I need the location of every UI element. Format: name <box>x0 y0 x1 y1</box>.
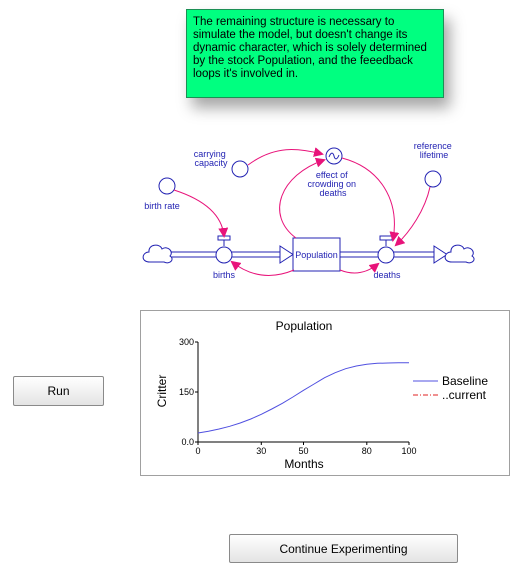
link-birthrate-births <box>173 189 229 238</box>
note-text: The remaining structure is necessary to … <box>193 16 427 80</box>
link-lifetime-deaths <box>394 186 431 247</box>
explanation-note: The remaining structure is necessary to … <box>186 9 444 98</box>
continue-experimenting-button[interactable]: Continue Experimenting <box>229 534 458 563</box>
link-population-effect <box>279 157 326 239</box>
births-valve[interactable] <box>215 235 233 264</box>
deaths-valve[interactable] <box>377 235 395 264</box>
legend-label-1: ..current <box>442 388 487 402</box>
series-line-0 <box>197 362 409 434</box>
stock-flow-diagram: Population carrying capacity birth rate … <box>142 141 475 280</box>
y-tick-label: 0.0 <box>181 437 194 447</box>
graphical-function-icon <box>328 152 340 160</box>
effect-of-crowding-aux[interactable] <box>325 147 343 165</box>
x-tick-label: 100 <box>401 446 416 456</box>
reference-lifetime-label: reference lifetime <box>414 141 455 160</box>
run-button[interactable]: Run <box>13 376 104 406</box>
x-tick-label: 50 <box>298 446 308 456</box>
causal-links <box>173 147 431 276</box>
x-tick-label: 0 <box>195 446 200 456</box>
y-axis-label: Critter <box>155 375 169 408</box>
reference-lifetime-aux[interactable] <box>424 170 442 188</box>
link-population-deaths <box>339 262 380 274</box>
y-tick-label: 150 <box>179 387 194 397</box>
chart-title: Population <box>276 319 333 333</box>
effect-label: effect of crowding on deaths <box>307 170 358 198</box>
deaths-label: deaths <box>373 270 401 280</box>
y-tick-label: 300 <box>179 337 194 347</box>
population-stock[interactable] <box>292 237 341 272</box>
carrying-capacity-aux[interactable] <box>231 160 249 178</box>
link-population-births <box>230 260 295 276</box>
legend-label-0: Baseline <box>442 374 488 388</box>
sink-cloud-icon <box>444 244 475 264</box>
source-cloud-icon <box>142 244 173 264</box>
birth-rate-aux[interactable] <box>158 177 176 195</box>
x-tick-label: 80 <box>362 446 372 456</box>
birth-rate-label: birth rate <box>144 201 180 211</box>
x-axis-label: Months <box>284 457 323 471</box>
births-label: births <box>213 270 236 280</box>
link-capacity-effect <box>247 147 324 166</box>
carrying-capacity-label: carrying capacity <box>194 149 229 168</box>
population-graph: Population Critter Months 0 30 50 80 100 0.0 1… <box>140 310 510 476</box>
link-effect-deaths <box>341 157 400 242</box>
population-chart: Population Critter Months 0 30 50 80 100 0.0 1… <box>155 319 488 471</box>
population-stock-label: Population <box>295 250 338 260</box>
x-tick-label: 30 <box>256 446 266 456</box>
